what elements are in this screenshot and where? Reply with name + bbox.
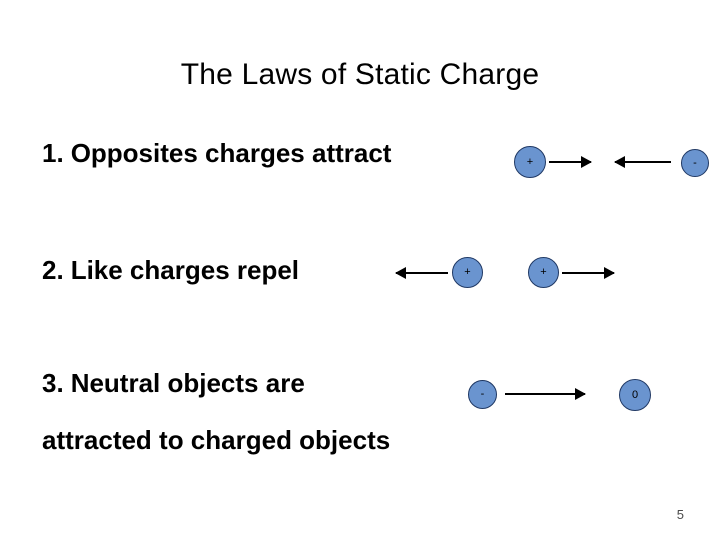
bullet-item-3: 3.Neutral objects are bbox=[42, 368, 305, 399]
charge-positive-row1-left: + bbox=[514, 146, 546, 178]
bullet-item-1: 1.Opposites charges attract bbox=[42, 138, 391, 169]
charge-label: + bbox=[464, 266, 471, 278]
page-number: 5 bbox=[676, 507, 684, 522]
arrow-shaft bbox=[505, 393, 585, 395]
page-title: The Laws of Static Charge bbox=[180, 58, 540, 91]
arrow-head bbox=[604, 267, 615, 279]
bullet-1-number: 1. bbox=[42, 138, 64, 168]
arrow-head bbox=[395, 267, 406, 279]
charge-label: + bbox=[526, 155, 534, 168]
charge-neutral-row3-right: 0 bbox=[619, 379, 651, 411]
charge-positive-row2-left: + bbox=[452, 257, 483, 288]
bullet-2-number: 2. bbox=[42, 255, 64, 285]
bullet-item-2: 2.Like charges repel bbox=[42, 255, 299, 286]
bullet-1-text: Opposites charges attract bbox=[70, 138, 392, 168]
arrow-shaft bbox=[615, 161, 671, 163]
bullet-item-3-continued: attracted to charged objects bbox=[42, 425, 390, 456]
charge-negative-row1-right: - bbox=[681, 149, 709, 177]
arrow-shaft bbox=[562, 272, 614, 274]
arrow-head bbox=[581, 156, 592, 168]
bullet-2-text: Like charges repel bbox=[70, 255, 300, 285]
arrow-shaft bbox=[396, 272, 448, 274]
charge-label: 0 bbox=[631, 388, 639, 401]
charge-label: - bbox=[693, 156, 697, 169]
arrow-head bbox=[575, 388, 586, 400]
arrow-right-row2 bbox=[562, 267, 615, 279]
bullet-3-text: Neutral objects are bbox=[70, 368, 305, 398]
arrow-head bbox=[614, 156, 625, 168]
charge-positive-row2-right: + bbox=[528, 257, 559, 288]
charge-label: + bbox=[540, 266, 547, 278]
bullet-3-text-continued: attracted to charged objects bbox=[42, 425, 391, 455]
arrow-shaft bbox=[549, 161, 591, 163]
arrow-right-row3 bbox=[505, 388, 586, 400]
charge-negative-row3-left: - bbox=[468, 380, 497, 409]
arrow-right-row1 bbox=[549, 156, 592, 168]
arrow-left-row1 bbox=[614, 156, 671, 168]
bullet-3-number: 3. bbox=[42, 368, 64, 398]
arrow-left-row2 bbox=[395, 267, 448, 279]
charge-label: - bbox=[480, 388, 485, 400]
